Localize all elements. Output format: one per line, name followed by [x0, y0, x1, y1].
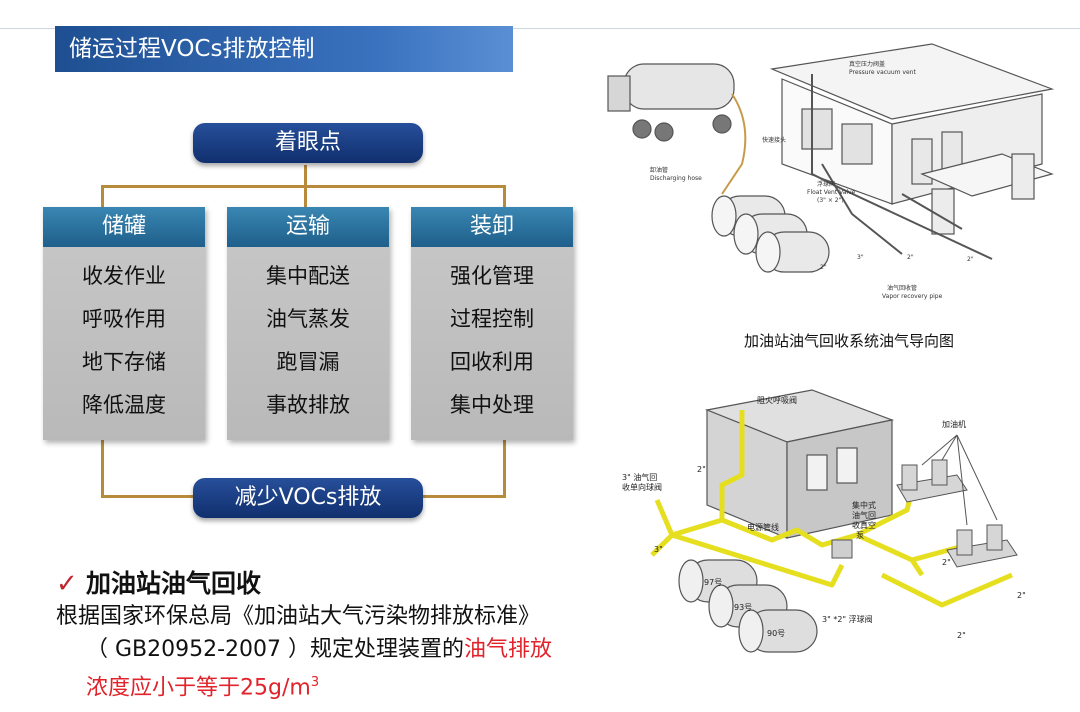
body-highlight: 油气排放 — [464, 637, 553, 662]
column-storage-tank: 储罐 收发作业 呼吸作用 地下存储 降低温度 — [43, 207, 205, 440]
tanks — [678, 559, 818, 653]
column-header: 装卸 — [411, 207, 573, 247]
label-central: 集中式 — [852, 500, 876, 510]
column-transport: 运输 集中配送 油气蒸发 跑冒漏 事故排放 — [227, 207, 389, 440]
label-size: 2" — [907, 254, 914, 261]
label-tank: 93号 — [734, 603, 752, 612]
column-item: 收发作业 — [82, 264, 166, 288]
station-building — [769, 43, 1055, 235]
column-item: 跑冒漏 — [276, 350, 340, 374]
column-item: 集中处理 — [450, 393, 534, 417]
section-heading: 加油站油气回收 — [86, 569, 262, 598]
column-item: 油气蒸发 — [266, 307, 350, 331]
top-rule — [0, 28, 1080, 29]
connector-mid-top — [304, 185, 307, 209]
label-vent-en: Pressure vacuum vent — [849, 69, 916, 76]
diagram-caption: 加油站油气回收系统油气导向图 — [744, 332, 955, 350]
label-power: 电源管线 — [747, 522, 779, 532]
label-flame-valve: 阻火呼吸阀 — [757, 395, 797, 405]
checkmark-icon: ✓ — [56, 569, 78, 599]
superscript: 3 — [310, 675, 320, 690]
body-text: （ GB20952-2007 ）规定处理装置的 — [86, 637, 465, 662]
label-check-valve: 收单向球阀 — [622, 482, 662, 492]
column-item: 回收利用 — [450, 350, 534, 374]
label-float-en: Float Vent Valve — [807, 189, 856, 196]
label-size: 2" — [1017, 591, 1026, 600]
vapor-pipes — [721, 74, 993, 260]
central-pump — [831, 539, 853, 559]
column-loading: 装卸 强化管理 过程控制 回收利用 集中处理 — [411, 207, 573, 440]
label-tank: 97号 — [704, 578, 722, 587]
body-line-3: 浓度应小于等于25g/m3 — [86, 667, 319, 704]
vapor-recovery-diagram: 阻火呼吸阀 加油机 3" 油气回 收单向球阀 集中式 油气回 收真空 泵 电源管… — [622, 389, 1026, 653]
underground-tanks — [711, 195, 830, 273]
connector-top-horizontal — [101, 185, 506, 188]
label-size: 2" — [942, 558, 951, 567]
column-item: 事故排放 — [266, 393, 350, 417]
goal-pill: 减少VOCs排放 — [193, 478, 423, 518]
label-coupler: 快速接头 — [762, 136, 786, 144]
body-line-2: （ GB20952-2007 ）规定处理装置的油气排放 — [86, 634, 552, 666]
label-size: 3" — [857, 254, 864, 261]
label-float-valve: 3" *2" 浮球阀 — [822, 614, 873, 624]
label-central: 收真空 — [852, 520, 876, 530]
label-central: 泵 — [856, 531, 864, 540]
label-hose-en: Discharging hose — [650, 175, 702, 182]
label-vapor-pipe: 油气回收管 — [887, 284, 917, 292]
label-size: 2" — [820, 264, 827, 271]
label-size: 3" — [654, 545, 663, 554]
label-central: 油气回 — [852, 510, 876, 520]
connector-focus-stem — [304, 165, 307, 187]
connector-left-bottom — [101, 440, 104, 497]
label-vapor-pipe-en: Vapor recovery pipe — [882, 293, 943, 300]
label-check-valve: 3" 油气回 — [622, 472, 657, 482]
body-line-1: 根据国家环保总局《加油站大气污染物排放标准》 — [56, 601, 540, 633]
tanker-truck — [607, 63, 735, 142]
label-size: 2" — [957, 631, 966, 640]
label-tank: 90号 — [767, 629, 785, 638]
label-vent: 真空压力阀盖 — [849, 60, 885, 68]
focus-pill: 着眼点 — [193, 123, 423, 163]
gas-station-diagram: 真空压力阀盖 Pressure vacuum vent 快速接头 卸油管 Dis… — [607, 43, 1055, 300]
column-item: 强化管理 — [450, 264, 534, 288]
slide-title: 储运过程VOCs排放控制 — [55, 26, 513, 72]
column-item: 地下存储 — [82, 350, 166, 374]
column-item: 过程控制 — [450, 307, 534, 331]
label-float-size: (3" × 2") — [817, 197, 844, 204]
column-item: 呼吸作用 — [82, 307, 166, 331]
column-header: 运输 — [227, 207, 389, 247]
connector-right-bottom — [503, 440, 506, 497]
body-text: 根据国家环保总局《加油站大气污染物排放标准》 — [56, 604, 541, 629]
column-item: 集中配送 — [266, 264, 350, 288]
connector-left-top — [101, 185, 104, 209]
dispenser-pointers — [921, 434, 998, 526]
dispensers — [896, 459, 1018, 568]
connector-right-top — [503, 185, 506, 209]
label-size: 2" — [967, 256, 974, 263]
label-size: 2" — [697, 465, 706, 474]
label-float: 浮球阀 — [817, 180, 835, 188]
label-hose: 卸油管 — [650, 166, 668, 174]
column-header: 储罐 — [43, 207, 205, 247]
column-item: 降低温度 — [82, 393, 166, 417]
building-box — [704, 389, 895, 539]
body-highlight: 浓度应小于等于25g/m — [86, 675, 311, 701]
label-dispenser: 加油机 — [942, 419, 966, 429]
